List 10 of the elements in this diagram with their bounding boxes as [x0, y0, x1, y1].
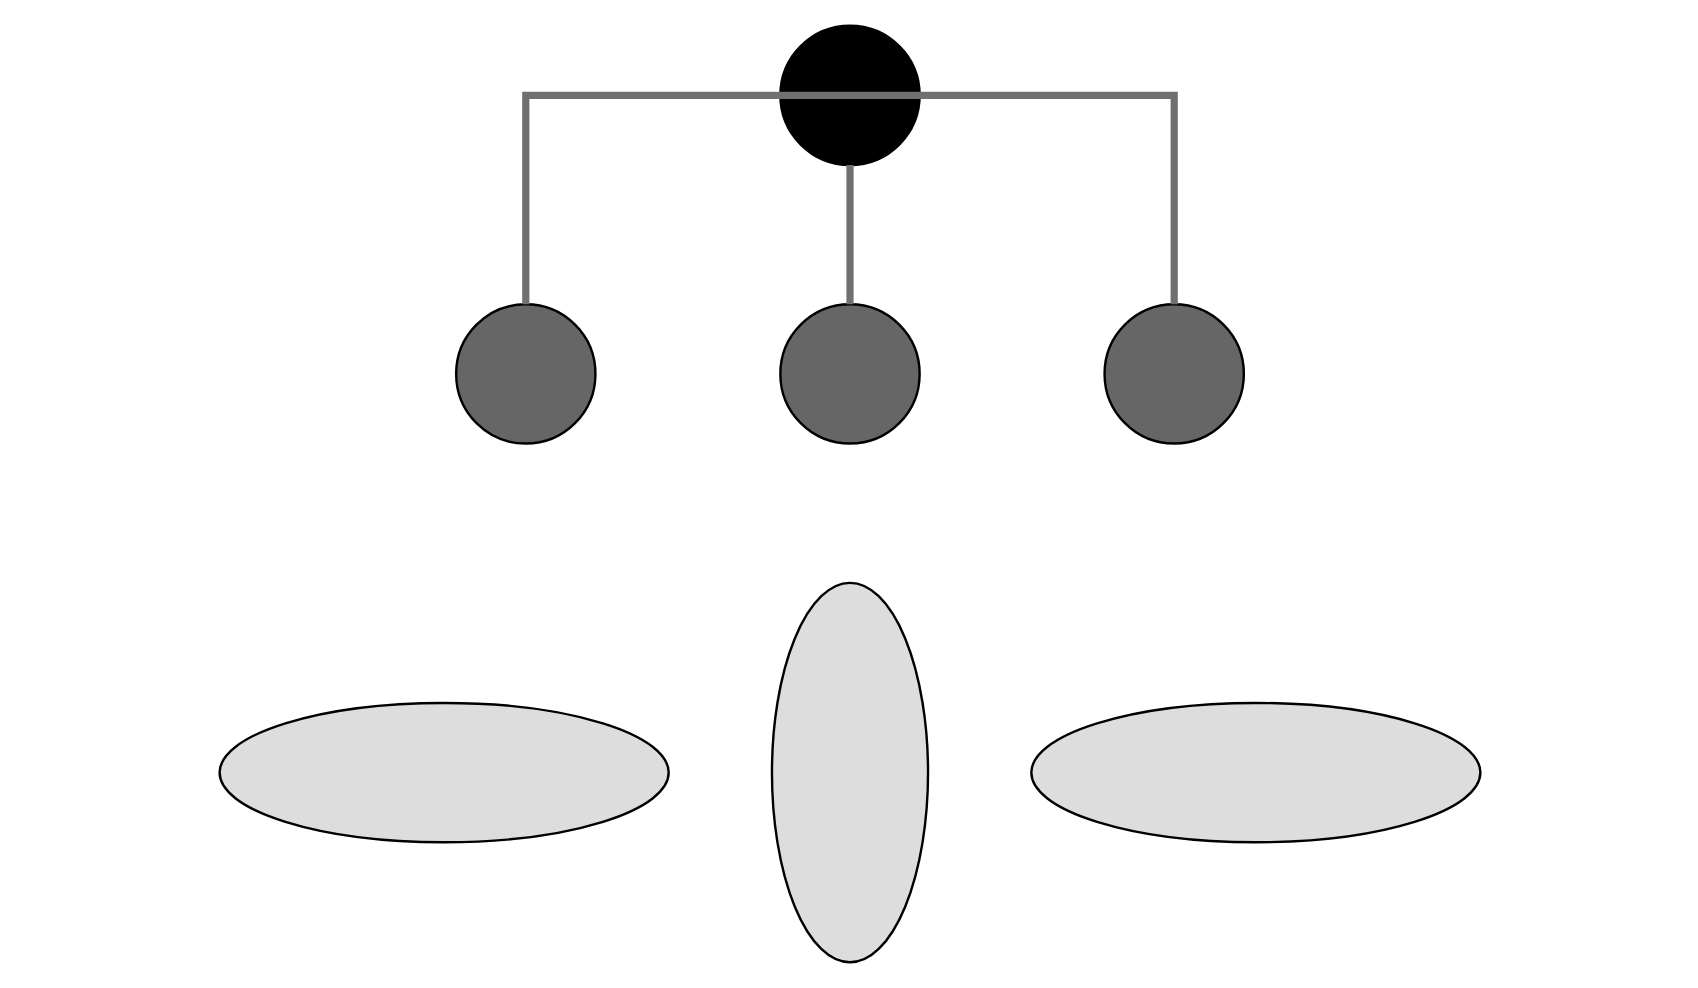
- node-ellipse: [217, 701, 669, 844]
- connector: [845, 165, 853, 305]
- node-circle: [453, 303, 596, 445]
- connector: [849, 91, 1177, 305]
- node-ellipse: [769, 581, 929, 964]
- node-ellipse: [1029, 701, 1481, 844]
- node-circle: [778, 303, 920, 445]
- node-circle: [778, 24, 920, 167]
- node-circle: [1102, 303, 1245, 445]
- connector: [521, 91, 849, 305]
